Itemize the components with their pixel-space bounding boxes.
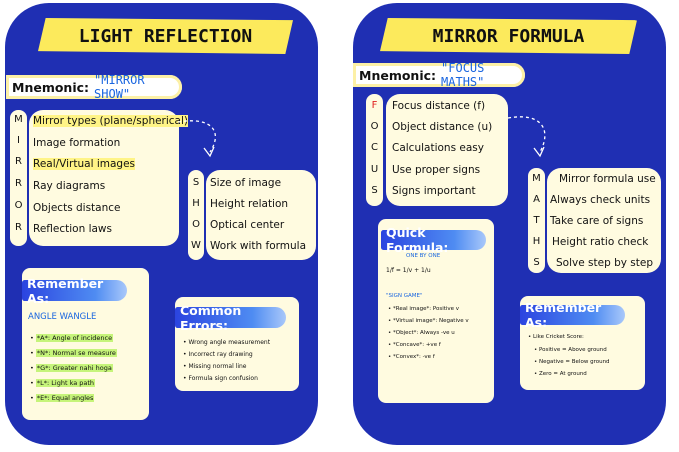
sign-game-label: "SIGN GAME" (386, 293, 423, 299)
left-items-box-2: Size of image Height relation Optical ce… (206, 170, 316, 260)
list-item: Always check units (550, 194, 651, 206)
letter: M (14, 114, 23, 125)
letter: S (192, 177, 200, 188)
list-item: Size of image (210, 177, 282, 189)
right-items-box-2: Mirror formula use Always check units Ta… (547, 168, 661, 273)
letter: W (191, 240, 201, 251)
list-item: • Formula sign confusion (183, 375, 258, 382)
letter: H (192, 198, 200, 209)
letter: I (17, 135, 20, 146)
left-errors-title: Common Errors: (175, 303, 286, 333)
letter: C (371, 142, 378, 153)
letter: O (14, 200, 23, 211)
list-item: Object distance (u) (392, 121, 493, 133)
list-item: Objects distance (33, 202, 121, 214)
list-item: • *L*: Light ka path (30, 379, 96, 387)
list-item: Height relation (210, 198, 289, 210)
formula: 1/f = 1/v + 1/u (386, 267, 431, 274)
list-item: Reflection laws (33, 223, 112, 235)
list-item: • Wrong angle measurement (183, 339, 271, 346)
list-item: • Positive = Above ground (534, 347, 607, 353)
letter: R (15, 222, 22, 233)
list-item: Calculations easy (392, 142, 484, 154)
list-item: • *Real image*: Positive v (388, 306, 460, 312)
right-mnemonic-label: Mnemonic: (359, 67, 437, 83)
list-item: Work with formula (210, 240, 307, 252)
list-item: Mirror types (plane/spherical) (33, 115, 189, 127)
one-by-one-label: ONE BY ONE (406, 253, 441, 259)
list-item: Image formation (33, 137, 121, 149)
list-item: Mirror formula use (559, 173, 656, 185)
letter: H (532, 236, 541, 247)
list-item: Use proper signs (392, 164, 481, 176)
letter: S (533, 257, 540, 268)
list-item: • Zero = At ground (534, 371, 587, 377)
letter: T (533, 215, 540, 226)
list-item: • *Concave*: +ve f (388, 342, 441, 348)
letter: S (371, 185, 378, 196)
right-mnemonic-pill: Mnemonic: "FOCUS MATHS" (353, 61, 525, 89)
list-item: Take care of signs (550, 215, 644, 227)
list-item: • *Object*: Always -ve u (388, 330, 455, 336)
right-letter-col-2: M A T H S (528, 168, 545, 273)
letter: R (15, 178, 22, 189)
letter: M (532, 173, 541, 184)
list-item: • *Convex*: -ve f (388, 354, 435, 360)
list-item: • *E*: Equal angles (30, 394, 95, 402)
list-item: • Incorrect ray drawing (183, 351, 253, 358)
list-item: • Missing normal line (183, 363, 247, 370)
left-letter-col-2: S H O W (188, 170, 204, 260)
left-mnemonic-label: Mnemonic: (12, 79, 90, 95)
right-title: MIRROR FORMULA (432, 25, 585, 47)
right-items-box-1: Focus distance (f) Object distance (u) C… (386, 94, 508, 206)
letter: F (371, 100, 378, 111)
left-remember-card: Remember As: ANGLE WANGLE • *A*: Angle o… (22, 268, 149, 420)
right-mnemonic-value: "FOCUS MATHS" (441, 61, 485, 89)
left-letter-col-1: M I R R O R (10, 110, 27, 246)
letter: R (15, 156, 22, 167)
right-remember-title: Remember As: (520, 300, 625, 330)
list-item: Focus distance (f) (392, 100, 486, 112)
list-item: Height ratio check (552, 236, 649, 248)
right-connector-arrow (507, 116, 546, 158)
left-errors-card: Common Errors: • Wrong angle measurement… (175, 297, 299, 391)
left-items-box-1: Mirror types (plane/spherical) Image for… (29, 110, 189, 246)
remember-intro: • Like Cricket Score: (528, 334, 584, 340)
right-quick-formula-card: Quick Formula: ONE BY ONE 1/f = 1/v + 1/… (378, 219, 494, 403)
letter: A (533, 194, 540, 205)
list-item: Signs important (392, 185, 476, 197)
left-title-banner: LIGHT REFLECTION (38, 18, 293, 54)
list-item: Solve step by step (556, 257, 653, 269)
letter: U (370, 164, 379, 175)
left-title: LIGHT REFLECTION (78, 25, 253, 47)
letter: O (192, 219, 200, 230)
list-item: Real/Virtual images (33, 158, 135, 170)
list-item: • *Virtual image*: Negative v (388, 318, 469, 324)
list-item: • *G*: Greater nahi hoga (30, 364, 113, 372)
letter: O (370, 121, 379, 132)
left-mnemonic-pill: Mnemonic: "MIRROR SHOW" (6, 73, 182, 101)
right-remember-card: Remember As: • Like Cricket Score: • Pos… (520, 296, 645, 390)
list-item: • *N*: Normal se measure (30, 349, 117, 357)
left-remember-title: Remember As: (22, 276, 127, 306)
right-letter-col-1: F O C U S (366, 94, 383, 206)
left-mnemonic-value: "MIRROR SHOW" (94, 73, 145, 101)
left-connector-arrow (177, 120, 216, 158)
list-item: Ray diagrams (33, 180, 106, 192)
list-item: • Negative = Below ground (534, 359, 610, 365)
list-item: Optical center (210, 219, 285, 231)
list-item: • *A*: Angle of incidence (30, 334, 114, 342)
right-quick-title: Quick Formula: (381, 225, 486, 255)
left-remember-subtitle: ANGLE WANGLE (28, 312, 97, 322)
right-title-banner: MIRROR FORMULA (380, 18, 637, 54)
